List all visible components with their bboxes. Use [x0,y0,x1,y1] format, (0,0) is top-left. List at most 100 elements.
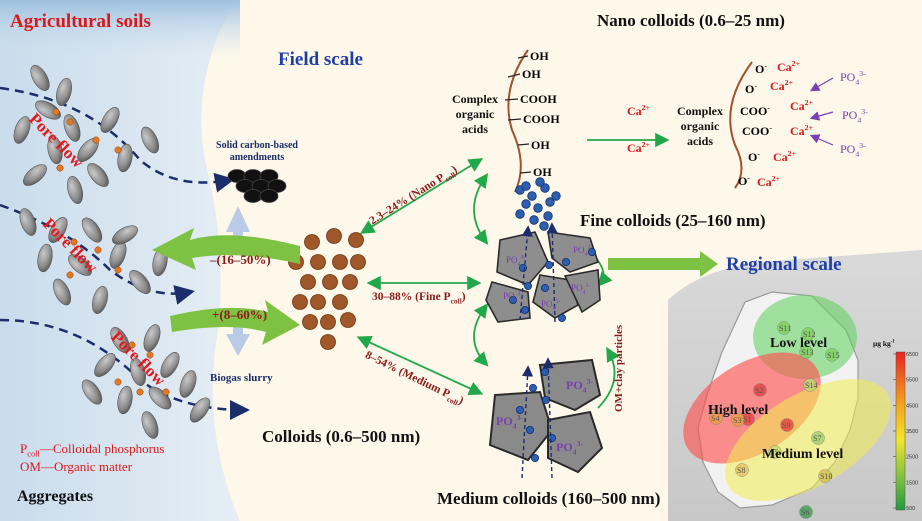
fine-po4-2: PO43- [573,245,593,258]
colloid-in-pore [114,378,122,386]
site-label: S8 [737,466,745,475]
colloid-particle [348,232,364,248]
binding-site [541,283,550,292]
fine-po4-5: PO43- [571,283,591,296]
site-label: S7 [813,434,821,443]
sampling-site [777,321,791,335]
nano-particle [535,177,545,187]
site-label: S2 [755,386,763,395]
acid-chain-left [507,49,529,193]
binding-site [541,367,550,376]
sampling-site [801,327,815,341]
nano-particle [521,181,531,191]
nano-particle [533,203,543,213]
aggregate-stone [130,358,146,386]
carbon-amendment-arrow [226,206,250,240]
aggregate-stone [30,65,50,91]
aggregate-stone [68,254,92,276]
po4-attraction-arrows [809,77,834,146]
medium-po4-2: PO43- [496,413,524,431]
carboxylate-3: COO- [740,103,770,118]
colloid-particle [332,294,348,310]
acid-chain-right [729,61,753,189]
aggregate-stone [110,327,130,353]
nano-particle [527,191,537,201]
sampling-site [731,413,745,427]
site-label: S10 [820,472,832,481]
color-bar-tick-label: 5500 [906,378,918,384]
medium-level-zone [725,379,891,501]
nano-colloids-title: Nano colloids (0.6–25 nm) [597,11,785,30]
colloid-in-pore [146,351,154,359]
site-label: S14 [805,381,817,390]
colloid-in-pore [136,388,144,396]
legend-om: OM—Organic matter [20,459,133,474]
color-bar-tick-label: 2500 [906,455,918,461]
acid-group-cooh-1: COOH [520,92,557,106]
site-label: S15 [827,351,839,360]
aggregate-stone [141,411,159,439]
carboxylate-4: COO- [742,123,772,138]
nano-colloid-particles [515,177,561,231]
nano-particle [543,211,553,221]
nano-particle [529,215,539,225]
phosphate-ion-1: PO43- [840,69,866,87]
colloid-dashed-paths [519,222,558,479]
aggregate-stone [160,352,180,378]
fine-po4-4: PO43- [541,299,561,312]
colloid-particle [292,294,308,310]
nano-particle [545,197,555,207]
acid-bonds [504,55,532,174]
colloid-in-pore [92,136,100,144]
aggregate-stone [56,78,72,106]
sampling-site [753,383,767,397]
aggregate-stone [129,270,151,294]
aggregate-stone [117,385,133,415]
colloid-particle [342,274,358,290]
aggregates-label: Aggregates [17,488,94,505]
colloid-in-pore [128,341,136,349]
medium-colloids-title: Medium colloids (160–500 nm) [437,489,661,508]
biogas-slurry-label: Biogas slurry [210,372,273,384]
fine-colloids-title: Fine colloids (25–160 nm) [580,211,766,230]
top-sky-band [0,0,240,60]
sampling-site [780,418,794,432]
phosphate-ion-2: PO43- [842,107,868,125]
colloid-in-pore [52,108,60,116]
aggregate-stone [81,217,103,243]
colloid-particle [310,294,326,310]
binding-site [526,425,535,434]
binding-site [588,247,597,256]
fine-po4-3: PO43- [503,291,523,304]
colloid-in-pore [114,146,122,154]
map-unit-label: μg kg-1 [873,339,895,348]
sampling-site [811,431,825,445]
colloid-particles [288,228,366,350]
binding-site [558,313,567,322]
colloid-particle [322,274,338,290]
sampling-site [825,348,839,362]
calcium-input-1: Ca2+ [627,103,651,118]
site-label: S11 [779,324,791,333]
bound-calcium-4: Ca2+ [790,123,814,138]
acid-group-oh-3: OH [531,138,550,152]
colloid-particle [326,228,342,244]
fraction-arrows [356,132,670,409]
carbon-amendment-cluster [227,169,287,203]
calcium-input-2: Ca2+ [627,140,651,155]
sampling-site [768,445,782,459]
aggregate-stone [53,278,71,306]
nano-particle [515,209,525,219]
biogas-slurry-arrow [226,326,250,356]
sampling-sites [709,321,839,519]
legend-pcoll: Pcoll—Colloidal phosphorus [20,441,165,459]
medium-colloid-cluster [488,358,604,474]
binding-site [542,395,551,404]
field-scale-title: Field scale [278,49,363,70]
solid-carbon-label: Solid carbon-based amendments [216,140,298,163]
acid-group-oh-4: OH [533,165,552,179]
nano-particle [521,199,531,209]
carboxylate-5: O- [748,149,760,164]
